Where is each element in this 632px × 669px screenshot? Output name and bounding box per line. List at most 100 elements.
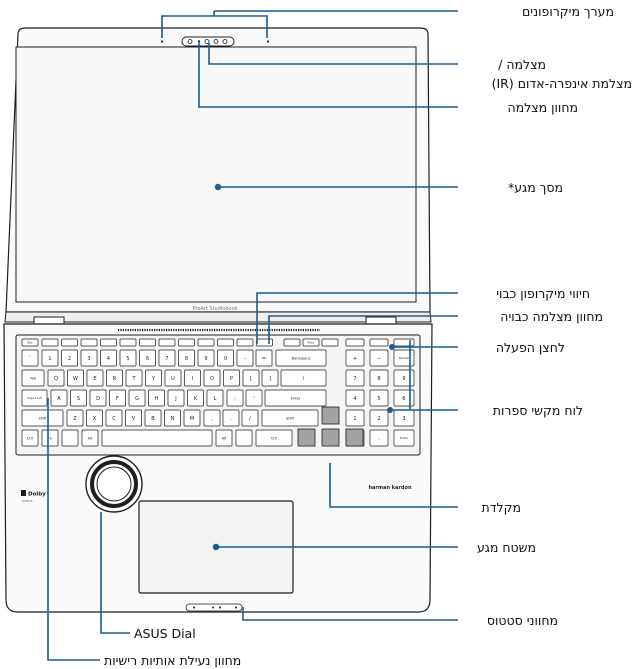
key-digit (158, 349, 176, 367)
callout-caps (47, 398, 100, 661)
key-label: / (249, 416, 251, 422)
key-esc (21, 338, 39, 347)
svg-text:Dolby: Dolby (28, 492, 46, 498)
key-numpad (393, 369, 415, 387)
key-label: 4 (107, 356, 110, 362)
key-alt (81, 429, 99, 447)
key-label: , (211, 416, 213, 422)
touchscreen-panel (15, 46, 417, 303)
label-status: מחווני סטטוס (486, 613, 558, 628)
key-label: 7 (165, 356, 168, 362)
key (21, 349, 39, 367)
key-digit (41, 349, 59, 367)
key-label: V (132, 416, 136, 422)
key (203, 409, 221, 427)
key-function (119, 338, 137, 347)
key-label: D (96, 396, 100, 402)
key-fn (41, 429, 59, 447)
key-label: A (57, 396, 61, 402)
key-label: 1 (353, 416, 356, 422)
key-function (158, 338, 176, 347)
callout-status (242, 607, 458, 621)
callout-dots (212, 183, 395, 551)
label-caps-lock: מחוון נעילת אותיות רישיות (104, 653, 242, 668)
key-letter (184, 369, 201, 387)
key-label: R (113, 376, 117, 382)
key-label: P (230, 376, 233, 382)
key-letter (144, 409, 162, 427)
key-letter (164, 369, 182, 387)
key-numpad (369, 409, 389, 427)
key-digit (139, 349, 156, 367)
key-alt (215, 429, 233, 447)
key-label: 5 (126, 356, 129, 362)
key-label: 3 (402, 416, 405, 422)
key (241, 409, 259, 427)
key-numpad (369, 349, 389, 367)
key-numpad (345, 369, 365, 387)
key-enter (264, 389, 327, 407)
key-digit (197, 349, 215, 367)
model-name: ProArt Studiobook (192, 306, 237, 312)
key-letter (70, 389, 87, 407)
key (222, 409, 240, 427)
key-label: W (73, 376, 78, 382)
label-mic-mute: חיווי מיקרופון כבוי (496, 286, 590, 301)
key-letter (128, 389, 146, 407)
key-label: I (192, 376, 193, 382)
key-label: B (151, 416, 155, 422)
key-label: ` (29, 356, 32, 362)
key-label: − (377, 356, 381, 362)
key-label: Ctrl (271, 436, 277, 440)
key-function (321, 338, 339, 347)
key-label: Backspace (292, 356, 311, 360)
microphone-icon (266, 40, 270, 43)
key-function (41, 338, 59, 347)
key-letter (148, 389, 165, 407)
key-label: Caps Lock (27, 396, 42, 400)
key-label: X (93, 416, 97, 422)
key-letter (106, 369, 123, 387)
callout-camera (208, 43, 458, 65)
key-label: [ (250, 376, 252, 382)
label-keyboard: מקלדת (481, 500, 521, 515)
key-label: 5 (377, 396, 380, 402)
camera-module (181, 36, 235, 47)
key-letter (206, 389, 224, 407)
key-label: Enter (400, 436, 409, 440)
key-ctrl (255, 429, 293, 447)
laptop-lid: ProArt Studiobook (5, 27, 431, 313)
key-label: = (262, 356, 266, 362)
key-label: N (171, 416, 175, 422)
key-digit (100, 349, 117, 367)
key-function (283, 338, 301, 347)
key-numpad (369, 389, 389, 407)
key-label: Ctrl (27, 436, 33, 440)
key-letter (223, 369, 240, 387)
key-label: J (174, 396, 176, 402)
label-camera-line1: מצלמה / (498, 57, 546, 72)
microphone-icon (160, 40, 164, 43)
key-label: 2 (68, 356, 71, 362)
key (245, 389, 263, 407)
key-letter (109, 389, 126, 407)
key-letter (183, 409, 201, 427)
key-label: \ (303, 376, 305, 382)
key-label: E (93, 376, 96, 382)
key-label: Enter (291, 396, 301, 400)
label-touchscreen: מסך מגע* (507, 180, 563, 195)
key-label: K (194, 396, 198, 402)
label-camera-line2: מצלמת אינפרה-אדום (IR) (491, 76, 632, 91)
key-label: Esc (27, 341, 32, 345)
key-label: F (116, 396, 119, 402)
key-letter (164, 409, 181, 427)
key-numpad (369, 338, 389, 347)
key-label: Y (151, 376, 156, 382)
key-label: Shift (39, 416, 48, 420)
key-power (393, 338, 415, 347)
key-caps-lock (21, 389, 48, 407)
key-label: U (171, 376, 175, 382)
